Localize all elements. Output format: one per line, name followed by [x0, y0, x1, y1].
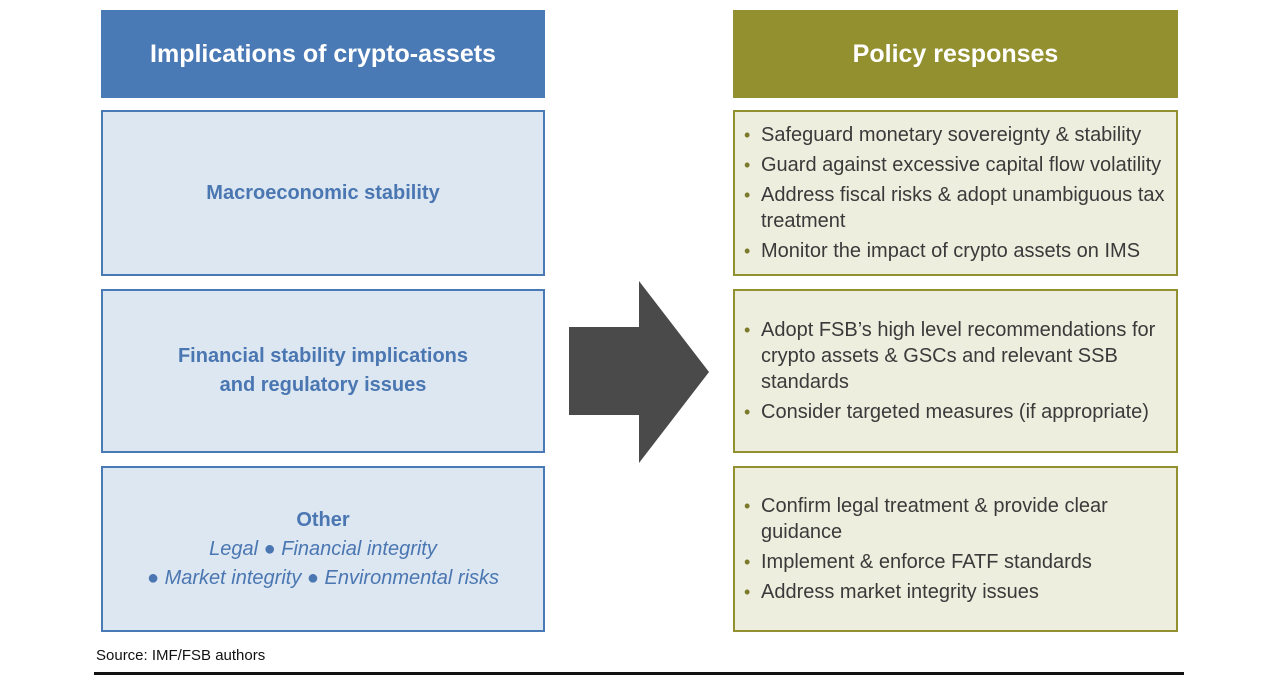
right-arrow-icon — [569, 281, 709, 463]
policy-item-text: Confirm legal treatment & provide clear … — [761, 494, 1108, 543]
policy-item-text: Consider targeted measures (if appropria… — [761, 400, 1149, 423]
other-implications-box: Other Legal ● Financial integrity ● Mark… — [101, 466, 545, 632]
left-column-header: Implications of crypto-assets — [101, 10, 545, 98]
policy-item: • Address market integrity issues — [743, 579, 1168, 605]
policy-group-other: • Confirm legal treatment & provide clear… — [733, 466, 1178, 632]
policy-item: • Adopt FSB’s high level recommendations … — [743, 317, 1168, 395]
bottom-rule — [94, 672, 1184, 675]
policy-item: • Implement & enforce FATF standards — [743, 549, 1168, 575]
policy-list-other: • Confirm legal treatment & provide clear… — [735, 490, 1176, 609]
policy-item: • Address fiscal risks & adopt unambiguou… — [743, 182, 1168, 234]
bullet-icon: • — [744, 240, 751, 261]
policy-item-text: Address fiscal risks & adopt unambiguous… — [761, 183, 1165, 232]
policy-group-macro: • Safeguard monetary sovereignty & stabil… — [733, 110, 1178, 276]
bullet-icon: • — [744, 495, 751, 516]
financial-stability-box: Financial stability implications and reg… — [101, 289, 545, 453]
policy-item: • Monitor the impact of crypto assets on … — [743, 238, 1168, 264]
bullet-icon: • — [744, 184, 751, 205]
policy-item: • Safeguard monetary sovereignty & stabil… — [743, 122, 1168, 148]
macroeconomic-stability-box: Macroeconomic stability — [101, 110, 545, 276]
policy-item-text: Guard against excessive capital flow vol… — [761, 153, 1162, 176]
other-items-line2: ● Market integrity ● Environmental risks — [146, 566, 500, 589]
financial-stability-label-line2: and regulatory issues — [219, 374, 427, 396]
financial-stability-label-line1: Financial stability implications — [177, 345, 469, 367]
policy-item-text: Implement & enforce FATF standards — [761, 550, 1092, 573]
policy-item: • Consider targeted measures (if appropri… — [743, 399, 1168, 425]
bullet-icon: • — [744, 154, 751, 175]
right-column-header: Policy responses — [733, 10, 1178, 98]
source-note: Source: IMF/FSB authors — [96, 647, 266, 664]
bullet-icon: • — [744, 551, 751, 572]
policy-group-financial: • Adopt FSB’s high level recommendations … — [733, 289, 1178, 453]
macroeconomic-stability-label: Macroeconomic stability — [206, 181, 440, 204]
policy-item-text: Safeguard monetary sovereignty & stabili… — [761, 123, 1142, 146]
bullet-icon: • — [744, 401, 751, 422]
policy-item-text: Monitor the impact of crypto assets on I… — [761, 239, 1141, 262]
bullet-icon: • — [744, 581, 751, 602]
other-title: Other — [296, 508, 350, 531]
policy-list-financial: • Adopt FSB’s high level recommendations … — [735, 314, 1176, 429]
policy-item: • Confirm legal treatment & provide clear… — [743, 493, 1168, 545]
bullet-icon: • — [744, 319, 751, 340]
policy-item-text: Address market integrity issues — [761, 580, 1039, 603]
policy-list-macro: • Safeguard monetary sovereignty & stabil… — [735, 119, 1176, 268]
other-items-line1: Legal ● Financial integrity — [209, 537, 437, 560]
policy-item-text: Adopt FSB’s high level recommendations f… — [761, 318, 1156, 393]
bullet-icon: • — [744, 124, 751, 145]
policy-item: • Guard against excessive capital flow vo… — [743, 152, 1168, 178]
